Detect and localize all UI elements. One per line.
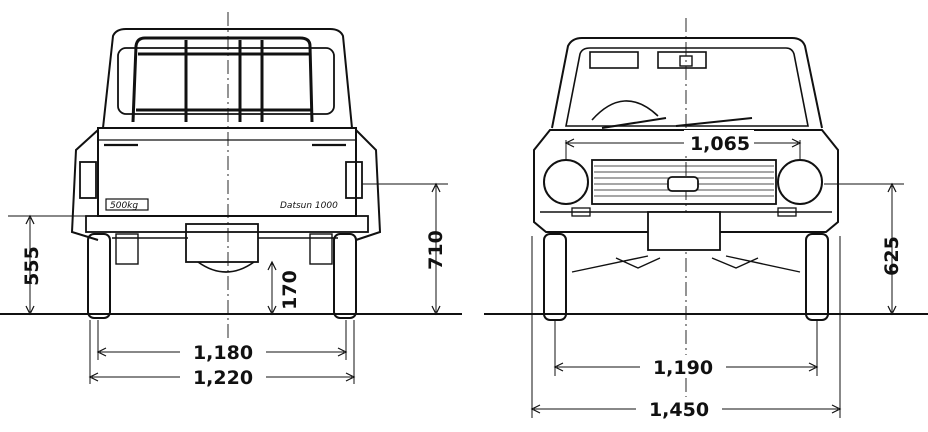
- load-plate-text: 500kg: [110, 201, 138, 211]
- dim-front-1450: 1,450: [649, 399, 709, 421]
- rear-axle-housing: [112, 237, 338, 273]
- front-body: [533, 129, 839, 233]
- front-license-plate: [647, 211, 721, 251]
- turn-signal-left: [571, 207, 591, 217]
- rear-view: 500kg Datsun 1000 555 710 170: [8, 12, 448, 389]
- rear-wheel-right: [333, 233, 357, 319]
- spring-right: [309, 233, 333, 265]
- front-view: 1,065 625 1,190 1,450: [530, 18, 904, 421]
- bed-left-side: [70, 129, 99, 241]
- front-wheel-left: [543, 233, 567, 321]
- wiper-right: [675, 117, 753, 127]
- rear-wheel-left: [87, 233, 111, 319]
- bed-right-side: [355, 129, 382, 241]
- rear-view-mirror: [679, 55, 693, 67]
- front-grille: [591, 159, 777, 205]
- front-suspension: [571, 255, 801, 273]
- sun-visor-left: [589, 51, 639, 69]
- tail-lamp-left: [79, 161, 97, 199]
- turn-signal-right: [777, 207, 797, 217]
- rear-bumper: [85, 215, 369, 233]
- dim-rear-1180: 1,180: [193, 342, 253, 364]
- rear-badge-text: Datsun 1000: [280, 201, 338, 211]
- rear-window: [117, 47, 335, 115]
- wiper-left: [601, 117, 667, 129]
- dim-rear-170: 170: [279, 270, 301, 310]
- front-lamp-dim: [564, 138, 802, 160]
- front-height-dim: [824, 182, 904, 316]
- front-emblem: [667, 176, 699, 192]
- rear-height-dims: [8, 182, 448, 316]
- guard-rack: [131, 36, 314, 123]
- windshield: [565, 47, 809, 127]
- spring-left: [115, 233, 139, 265]
- dim-front-1190: 1,190: [653, 357, 713, 379]
- front-wheel-right: [805, 233, 829, 321]
- tail-lamp-right: [345, 161, 363, 199]
- front-cab-outline: [551, 37, 823, 129]
- load-plate: [105, 198, 149, 211]
- steering-wheel: [591, 100, 659, 121]
- dim-front-625: 625: [881, 236, 903, 276]
- dim-rear-710: 710: [425, 230, 447, 270]
- rear-license-plate: [185, 223, 259, 263]
- headlamp-left: [543, 159, 589, 205]
- rear-cab-outline: [102, 28, 353, 129]
- dim-front-1065: 1,065: [690, 133, 750, 155]
- dim-rear-555: 555: [21, 246, 43, 286]
- dim-rear-1220: 1,220: [193, 367, 253, 389]
- headlamp-right: [777, 159, 823, 205]
- sun-visor-right: [657, 51, 707, 69]
